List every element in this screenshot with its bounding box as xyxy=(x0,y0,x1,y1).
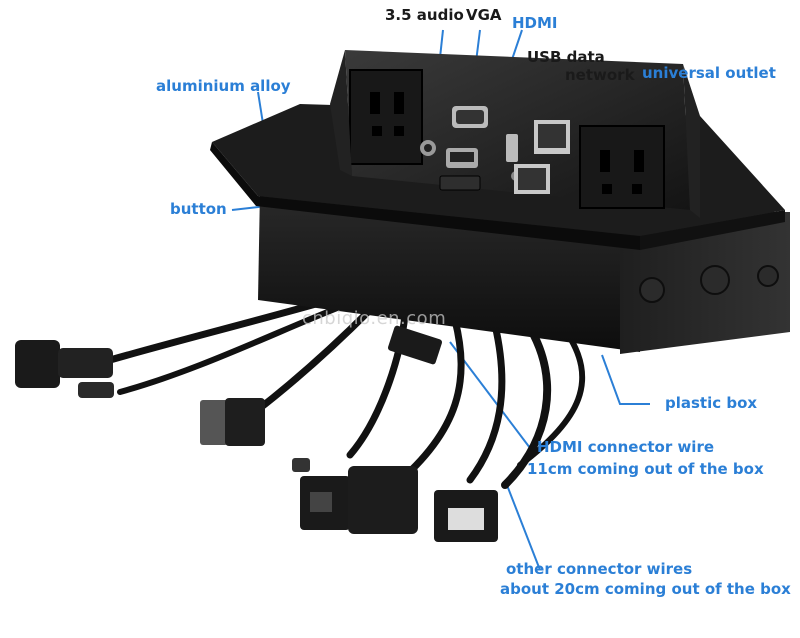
label-usb: USB data xyxy=(527,48,605,66)
label-hdmi: HDMI xyxy=(512,14,558,32)
label-outlet: universal outlet xyxy=(642,64,776,82)
label-audio: 3.5 audio xyxy=(385,6,464,24)
push-button xyxy=(439,175,481,191)
plugs xyxy=(15,325,498,542)
label-button: button xyxy=(170,200,227,218)
label-other-wire-2: about 20cm coming out of the box xyxy=(500,580,791,598)
watermark: cnbiqio.en.com xyxy=(302,308,447,329)
label-vga: VGA xyxy=(466,6,502,24)
label-hdmi-wire-1: HDMI connector wire xyxy=(537,438,715,456)
label-network: network xyxy=(565,66,635,84)
label-hdmi-wire-2: 11cm coming out of the box xyxy=(527,460,764,478)
socket-panel xyxy=(330,50,700,218)
label-alloy: aluminium alloy xyxy=(156,77,291,95)
cables xyxy=(106,296,586,489)
label-other-wire-1: other connector wires xyxy=(506,560,693,578)
label-plastic-box: plastic box xyxy=(665,394,758,412)
